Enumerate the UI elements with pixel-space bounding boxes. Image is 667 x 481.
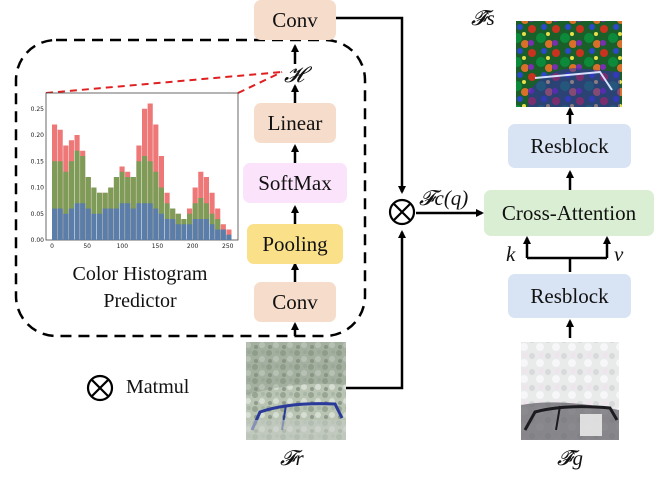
histogram-bar-series2-bin20 [164, 219, 170, 240]
histogram-bar-series2-bin16 [142, 203, 148, 240]
reference-feature-label: 𝓕r [280, 446, 304, 470]
histogram-bar-series2-bin26 [198, 219, 204, 240]
histogram-bar-series1-bin0 [52, 161, 58, 240]
conv-block-top: Conv [254, 0, 336, 40]
matmul-operator [388, 198, 416, 226]
cross-attention-block: Cross-Attention [484, 190, 654, 236]
key-label: k [506, 242, 516, 266]
histogram-bar-series1-bin1 [57, 161, 63, 240]
histogram-bar-series1-bin2 [63, 171, 69, 240]
histogram-bars [52, 103, 232, 240]
histogram-y-tick-0: 0.00 [31, 237, 45, 244]
histogram-bar-series2-bin23 [181, 224, 187, 240]
histogram-x-tick-0: 0 [50, 243, 54, 250]
histogram-bar-series2-bin28 [209, 224, 215, 240]
arrow-fr-matmul [346, 230, 406, 390]
histogram-bar-series2-bin18 [153, 208, 159, 240]
histogram-bar-series2-bin11 [113, 208, 119, 240]
legend-matmul-symbol [86, 374, 114, 402]
histogram-bar-series2-bin3 [68, 208, 74, 240]
histogram-bar-series1-bin5 [80, 156, 86, 240]
histogram-bar-series2-bin10 [108, 208, 114, 240]
histogram-bar-series2-bin29 [215, 229, 221, 240]
histogram-x-tick-2: 100 [117, 243, 129, 250]
histogram-bar-series2-bin19 [158, 213, 164, 240]
histogram-x-tick-1: 50 [83, 243, 91, 250]
histogram-bar-series2-bin22 [175, 224, 181, 240]
grayscale-image [521, 342, 619, 440]
histogram-bar-series2-bin1 [57, 208, 63, 240]
softmax-block: SoftMax [243, 163, 347, 203]
histogram-bar-series2-bin25 [192, 219, 198, 240]
value-label: v [614, 242, 624, 266]
arrow-conv-matmul [336, 16, 406, 194]
color-histogram-plot: 0.00 0.05 0.10 0.15 0.20 0.25 0 50 100 150 200 250 [31, 92, 239, 250]
histogram-y-tick-4: 0.20 [31, 132, 45, 139]
legend-matmul-label: Matmul [126, 376, 190, 398]
pooling-block: Pooling [247, 224, 343, 264]
histogram-link-left [45, 71, 283, 94]
histogram-bar-series2-bin5 [80, 203, 86, 240]
histogram-y-tick-5: 0.25 [31, 106, 45, 113]
histogram-x-tick-5: 250 [222, 243, 234, 250]
histogram-bar-series2-bin9 [102, 208, 108, 240]
resblock-top: Resblock [508, 124, 631, 168]
correlation-feature-label: 𝓕c(q) [419, 186, 469, 210]
histogram-bar-series2-bin31 [226, 234, 232, 240]
histogram-bar-series1-bin16 [142, 156, 148, 240]
grayscale-feature-label: 𝓕̂g [557, 446, 583, 470]
output-feature-image [516, 21, 622, 107]
histogram-y-tick-3: 0.15 [31, 158, 45, 165]
histogram-bar-series2-bin2 [63, 213, 69, 240]
resblock-bottom: Resblock [508, 274, 631, 318]
histogram-bar-series1-bin15 [136, 161, 142, 240]
histogram-y-tick-1: 0.05 [31, 211, 45, 218]
histogram-bar-series1-bin4 [74, 150, 80, 240]
histogram-bar-series2-bin6 [85, 208, 91, 240]
histogram-x-tick-3: 150 [152, 243, 164, 250]
histogram-bar-series1-bin17 [147, 161, 153, 240]
predictor-caption-line2: Predictor [103, 290, 177, 312]
histogram-bar-series1-bin18 [153, 171, 159, 240]
predictor-caption-line1: Color Histogram [72, 263, 208, 285]
reference-image [246, 342, 346, 440]
histogram-y-ticks: 0.00 0.05 0.10 0.15 0.20 0.25 [31, 106, 45, 244]
histogram-bar-series2-bin24 [187, 224, 193, 240]
histogram-bar-series2-bin27 [203, 219, 209, 240]
histogram-bar-series2-bin8 [97, 213, 103, 240]
histogram-link-right [237, 71, 283, 94]
histogram-bar-series2-bin30 [220, 229, 226, 240]
histogram-bar-series1-bin3 [68, 161, 74, 240]
histogram-bar-series2-bin12 [119, 203, 125, 240]
histogram-y-tick-2: 0.10 [31, 185, 45, 192]
histogram-bar-series2-bin21 [170, 219, 176, 240]
histogram-bar-series2-bin15 [136, 203, 142, 240]
histogram-bar-series2-bin7 [91, 213, 97, 240]
histogram-bar-series2-bin0 [52, 208, 58, 240]
histogram-x-ticks: 0 50 100 150 200 250 [50, 243, 234, 250]
histogram-bar-series2-bin17 [147, 203, 153, 240]
conv-block-bottom: Conv [254, 282, 336, 322]
histogram-bar-series2-bin13 [125, 203, 131, 240]
histogram-bar-series2-bin14 [130, 208, 136, 240]
output-feature-label: 𝓕̂s [471, 6, 495, 30]
histogram-bar-series2-bin4 [74, 203, 80, 240]
linear-block: Linear [254, 103, 336, 143]
histogram-symbol: 𝓗 [284, 62, 304, 87]
predictor-region [14, 38, 367, 338]
histogram-x-tick-4: 200 [187, 243, 199, 250]
